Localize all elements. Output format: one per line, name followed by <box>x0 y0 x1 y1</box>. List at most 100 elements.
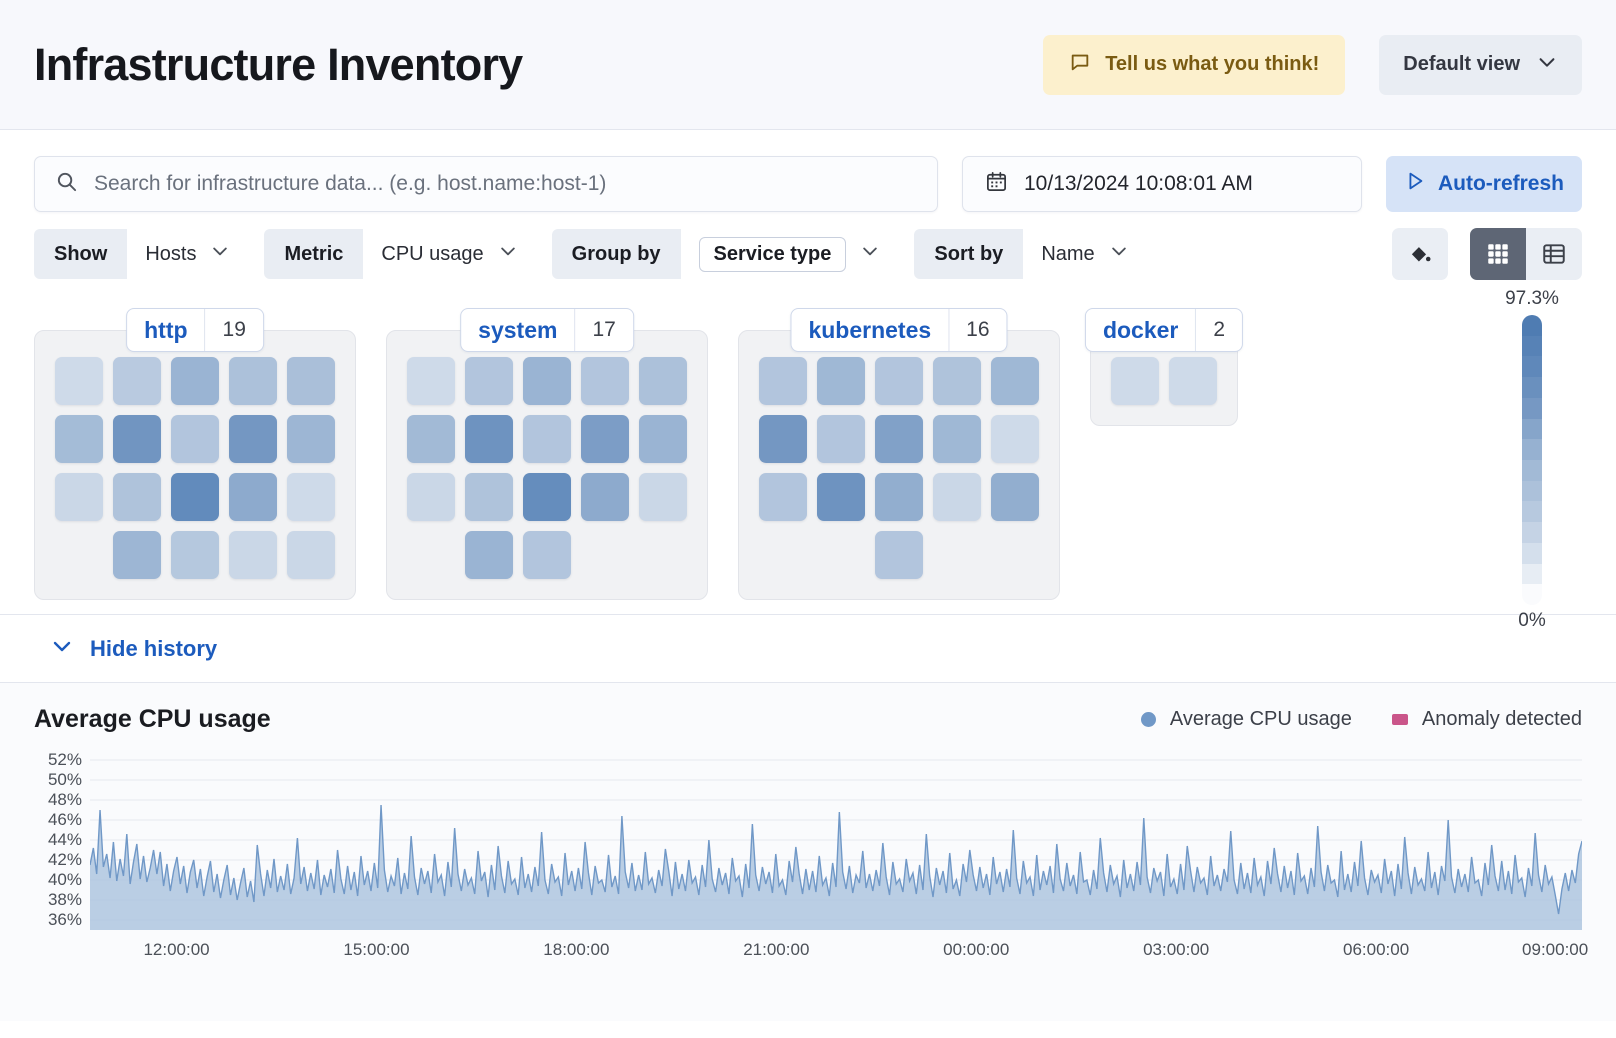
filter-value-dropdown[interactable]: Name <box>1023 229 1147 279</box>
x-axis-tick-label: 18:00:00 <box>543 940 610 959</box>
host-tile[interactable] <box>523 357 571 405</box>
host-tile[interactable] <box>113 415 161 463</box>
y-axis-tick-label: 46% <box>47 810 82 829</box>
host-tile[interactable] <box>875 531 923 579</box>
host-tile[interactable] <box>407 357 455 405</box>
chart-legend-item[interactable]: Anomaly detected <box>1391 708 1582 731</box>
host-tile[interactable] <box>817 415 865 463</box>
host-tile[interactable] <box>759 357 807 405</box>
host-tile[interactable] <box>875 473 923 521</box>
filter-label: Sort by <box>914 229 1024 279</box>
host-tile[interactable] <box>581 415 629 463</box>
host-tile[interactable] <box>113 531 161 579</box>
host-tile[interactable] <box>639 415 687 463</box>
table-view-icon[interactable] <box>1526 228 1582 280</box>
host-tile[interactable] <box>1169 357 1217 405</box>
host-tile[interactable] <box>229 473 277 521</box>
legend-gradient-bar <box>1522 315 1542 605</box>
host-tile[interactable] <box>465 473 513 521</box>
tile-spacer <box>581 531 629 579</box>
host-tile[interactable] <box>171 473 219 521</box>
hide-history-toggle[interactable]: Hide history <box>0 615 1616 683</box>
host-tile[interactable] <box>55 473 103 521</box>
cpu-usage-area-chart <box>89 759 1583 930</box>
host-tile[interactable] <box>55 357 103 405</box>
legend-circle-marker <box>1140 712 1156 727</box>
group-name-link[interactable]: docker <box>1102 316 1179 343</box>
host-tile[interactable] <box>933 473 981 521</box>
y-axis-tick-label: 40% <box>47 870 82 889</box>
x-axis-tick-label: 03:00:00 <box>1143 940 1210 959</box>
filter-value-dropdown[interactable]: Hosts <box>127 229 249 279</box>
host-tile[interactable] <box>817 473 865 521</box>
host-tile[interactable] <box>581 473 629 521</box>
host-tile[interactable] <box>113 357 161 405</box>
search-input[interactable]: Search for infrastructure data... (e.g. … <box>34 156 938 212</box>
query-bar: Search for infrastructure data... (e.g. … <box>0 130 1616 212</box>
host-tile[interactable] <box>933 415 981 463</box>
group-name-link[interactable]: http <box>144 316 188 343</box>
chart-legend-item[interactable]: Average CPU usage <box>1140 708 1352 731</box>
chevron-down-icon <box>860 241 880 267</box>
host-tile[interactable] <box>523 415 571 463</box>
group-name-link[interactable]: kubernetes <box>808 316 932 343</box>
host-tile[interactable] <box>465 531 513 579</box>
host-tile[interactable] <box>933 357 981 405</box>
host-tile[interactable] <box>287 531 335 579</box>
chart-plot-area[interactable] <box>89 750 1583 930</box>
chevron-down-icon <box>210 241 230 267</box>
host-tile[interactable] <box>581 357 629 405</box>
group-count: 17 <box>574 309 632 351</box>
host-tile[interactable] <box>817 357 865 405</box>
date-picker[interactable]: 10/13/2024 10:08:01 AM <box>962 156 1362 212</box>
host-tile[interactable] <box>465 415 513 463</box>
filter-value-dropdown[interactable]: CPU usage <box>363 229 536 279</box>
chart-legend-label: Average CPU usage <box>1169 708 1352 730</box>
filter-label: Show <box>34 229 128 279</box>
host-tile[interactable] <box>229 357 277 405</box>
y-axis-tick-label: 42% <box>47 850 82 869</box>
host-tile[interactable] <box>171 415 219 463</box>
host-tile[interactable] <box>407 415 455 463</box>
chevron-down-icon <box>50 634 74 664</box>
host-tile[interactable] <box>55 415 103 463</box>
date-value: 10/13/2024 10:08:01 AM <box>1024 172 1253 195</box>
host-tile[interactable] <box>287 415 335 463</box>
host-tile[interactable] <box>1111 357 1159 405</box>
host-tile[interactable] <box>523 531 571 579</box>
host-tile[interactable] <box>523 473 571 521</box>
host-tile[interactable] <box>875 415 923 463</box>
host-tile[interactable] <box>229 415 277 463</box>
host-tile[interactable] <box>465 357 513 405</box>
filter-value-text: CPU usage <box>381 242 484 265</box>
host-tile[interactable] <box>639 473 687 521</box>
host-tile[interactable] <box>759 415 807 463</box>
host-tile[interactable] <box>639 357 687 405</box>
feedback-button[interactable]: Tell us what you think! <box>1043 34 1346 95</box>
group-name-link[interactable]: system <box>478 316 558 343</box>
host-tile[interactable] <box>759 473 807 521</box>
host-tile[interactable] <box>229 531 277 579</box>
host-tile[interactable] <box>171 531 219 579</box>
host-tile[interactable] <box>407 473 455 521</box>
tile-spacer <box>759 531 807 579</box>
tile-row <box>759 415 1039 463</box>
host-tile[interactable] <box>287 473 335 521</box>
x-axis-tick-label: 15:00:00 <box>343 940 410 959</box>
host-tile[interactable] <box>287 357 335 405</box>
host-tile[interactable] <box>991 357 1039 405</box>
host-tile[interactable] <box>991 473 1039 521</box>
auto-refresh-button[interactable]: Auto-refresh <box>1386 156 1582 212</box>
x-axis-tick-label: 12:00:00 <box>143 940 210 959</box>
view-selector[interactable]: Default view <box>1379 34 1582 95</box>
paint-bucket-icon[interactable] <box>1392 228 1448 280</box>
host-tile[interactable] <box>875 357 923 405</box>
host-tile[interactable] <box>113 473 161 521</box>
host-tile[interactable] <box>991 415 1039 463</box>
host-tile[interactable] <box>171 357 219 405</box>
filter-value-dropdown[interactable]: Service type <box>680 229 899 279</box>
grid-view-icon[interactable] <box>1470 228 1526 280</box>
